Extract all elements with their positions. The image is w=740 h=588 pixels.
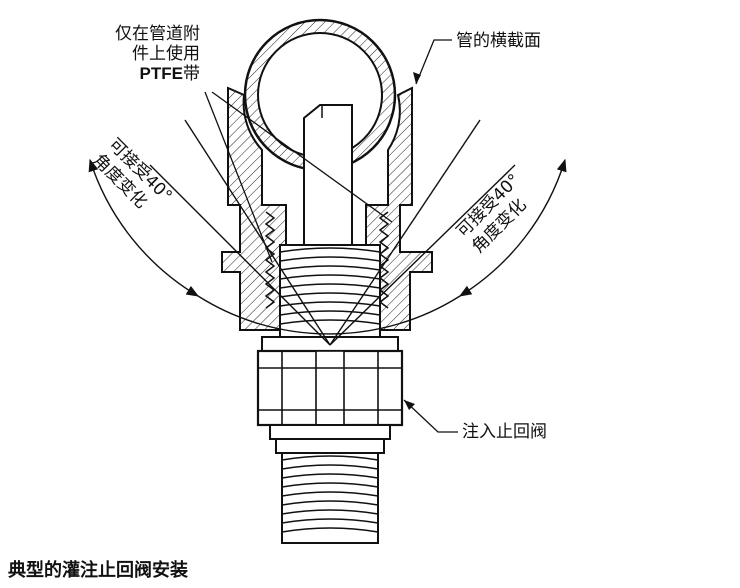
check-valve-body <box>256 336 404 454</box>
lower-threaded-nipple <box>281 452 379 544</box>
ptfe-label-rest: 带 <box>183 64 200 84</box>
pipe-section-label: 管的横截面 <box>456 31 541 51</box>
ptfe-label-line1: 仅在管道附 <box>115 24 200 44</box>
upper-threaded-nipple <box>279 244 381 338</box>
saddle-threads <box>264 211 390 309</box>
angle-arcs <box>88 158 567 335</box>
figure-caption: 典型的灌注止回阀安装 <box>8 560 188 581</box>
ptfe-label: 仅在管道附 件上使用 PTFE带 <box>80 24 200 84</box>
ptfe-label-line2: 件上使用 <box>132 44 200 64</box>
ptfe-label-bold: PTFE <box>139 64 183 83</box>
valve-label: 注入止回阀 <box>462 422 547 442</box>
ptfe-label-line3: PTFE带 <box>80 64 200 84</box>
leader-lines <box>204 39 458 433</box>
leader-arrowheads <box>404 72 421 410</box>
